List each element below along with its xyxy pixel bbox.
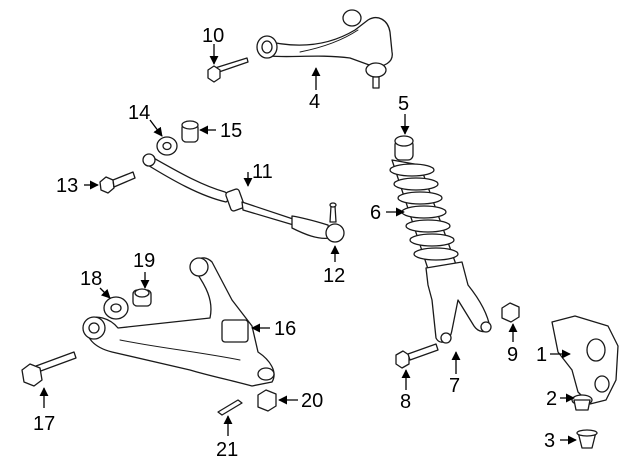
callout-1: 1 [536,344,547,366]
callout-15: 15 [220,120,242,142]
strut-assembly-part[interactable] [389,135,492,344]
ball-joint-part[interactable] [571,394,593,411]
callout-13: 13 [56,175,78,197]
leader-14 [149,119,163,137]
callout-8: 8 [400,391,411,413]
tie-rod-part[interactable] [142,153,345,243]
callout-20: 20 [301,390,323,412]
cotter-pin-part[interactable] [217,399,243,416]
callout-3: 3 [544,430,555,452]
leader-18 [99,287,111,299]
callout-7: 7 [449,375,460,397]
callout-18: 18 [80,268,102,290]
callout-2: 2 [546,388,557,410]
leader-lines [39,44,577,445]
callout-11: 11 [252,161,273,183]
coil-spring [389,163,459,261]
upper-control-arm-part[interactable] [256,9,393,89]
tie-rod-bolt-part[interactable] [99,171,136,194]
callout-5: 5 [398,93,409,115]
lower-arm-bolt-part[interactable] [21,351,77,387]
dust-cap-part[interactable] [576,429,598,449]
lower-bushing-part[interactable] [132,288,152,307]
lower-nut-part[interactable] [257,389,277,412]
steering-knuckle-part[interactable] [551,315,619,405]
lower-washer-part[interactable] [103,296,129,320]
strut-bolt-part[interactable] [395,343,439,369]
callout-21: 21 [216,439,238,461]
callout-14: 14 [128,102,150,124]
upper-arm-bolt-part[interactable] [207,57,249,83]
callout-10: 10 [202,25,224,47]
callout-19: 19 [133,250,155,272]
callout-4: 4 [309,91,320,113]
callout-9: 9 [507,344,518,366]
callout-labels: 1 2 3 4 5 6 7 8 9 10 11 12 13 14 15 16 1… [33,25,557,461]
callout-6: 6 [370,202,381,224]
strut-nut-part[interactable] [501,302,520,323]
callout-16: 16 [274,318,296,340]
washer-part[interactable] [156,136,178,156]
callout-12: 12 [323,265,345,287]
bushing-part[interactable] [181,120,199,143]
lower-control-arm-part[interactable] [82,257,275,387]
callout-17: 17 [33,413,55,435]
